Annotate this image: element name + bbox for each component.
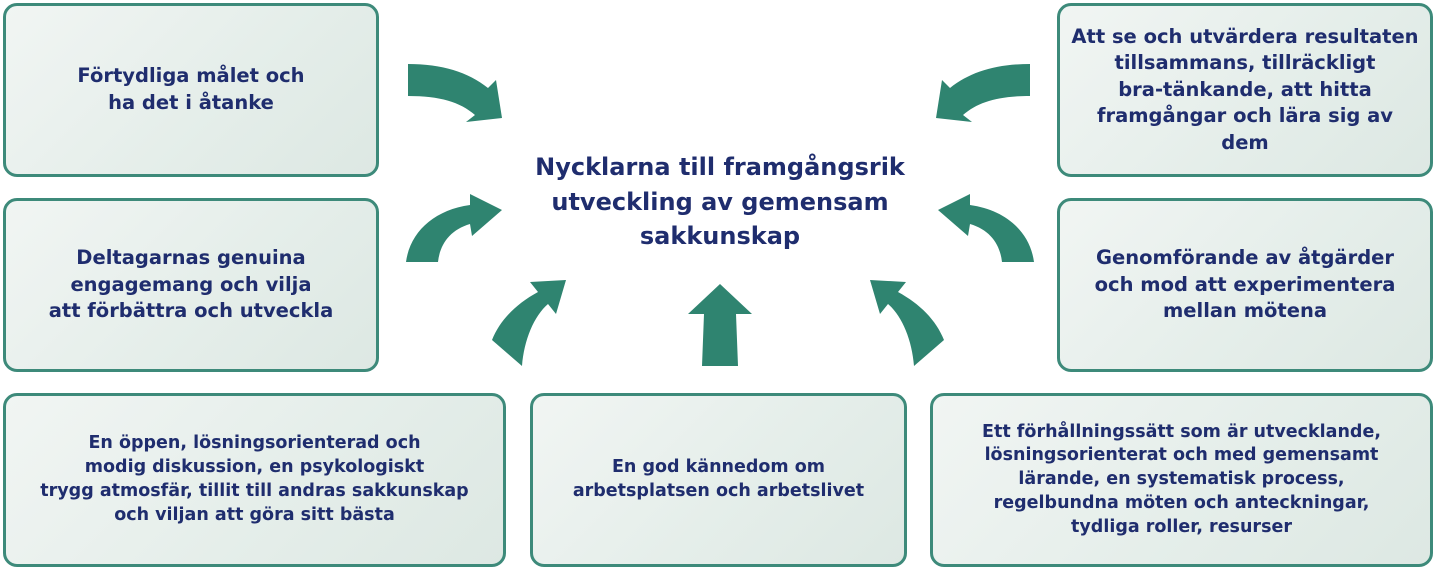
box-implementation-text: Genomförande av åtgärder och mod att exp… (1094, 246, 1396, 323)
arrow-from-middle-right (938, 194, 1034, 262)
arrow-from-top-left (408, 64, 502, 122)
box-development-approach: Ett förhållningssätt som är utvecklande,… (930, 393, 1433, 567)
box-participant-engagement-text: Deltagarnas genuina engagemang och vilja… (48, 246, 334, 323)
arrow-from-middle-left (406, 194, 502, 262)
box-evaluate-results-text: Att se och utvärdera resultaten tillsamm… (1071, 24, 1419, 154)
arrow-from-top-right (936, 64, 1030, 122)
box-development-approach-text: Ett förhållningssätt som är utvecklande,… (982, 421, 1381, 537)
box-open-discussion-text: En öppen, lösningsorienterad och modig d… (40, 433, 469, 525)
box-workplace-knowledge: En god kännedom om arbetsplatsen och arb… (530, 393, 907, 567)
arrow-from-bottom-center (688, 284, 752, 366)
box-clarify-goal: Förtydliga målet och ha det i åtanke (3, 3, 379, 177)
box-participant-engagement: Deltagarnas genuina engagemang och vilja… (3, 198, 379, 372)
box-evaluate-results: Att se och utvärdera resultaten tillsamm… (1057, 3, 1433, 177)
box-implementation: Genomförande av åtgärder och mod att exp… (1057, 198, 1433, 372)
center-title: Nycklarna till framgångsrik utveckling a… (535, 152, 905, 251)
arrow-from-bottom-left (492, 280, 566, 366)
box-clarify-goal-text: Förtydliga målet och ha det i åtanke (77, 64, 305, 114)
box-workplace-knowledge-text: En god kännedom om arbetsplatsen och arb… (572, 457, 865, 501)
box-open-discussion: En öppen, lösningsorienterad och modig d… (3, 393, 506, 567)
arrow-from-bottom-right (870, 280, 944, 366)
